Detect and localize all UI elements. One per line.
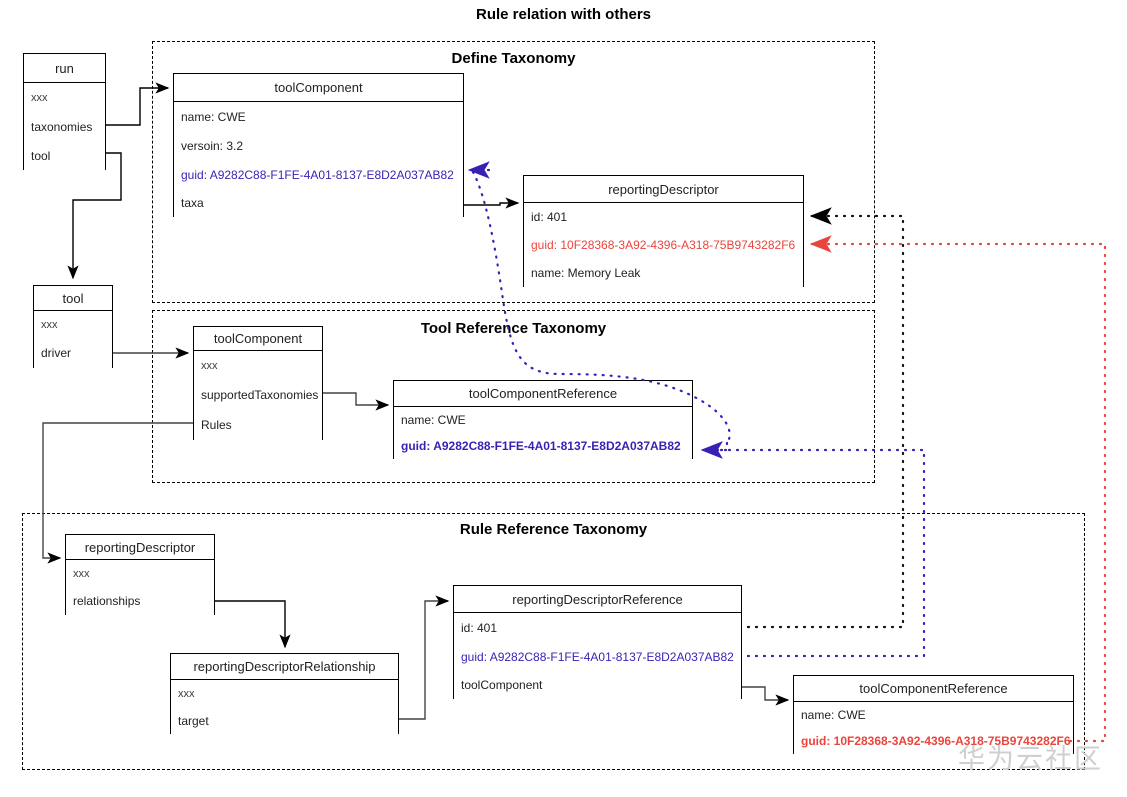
box-run-row-0: xxx: [31, 91, 48, 104]
box-reporting-descriptor-ruleref-row-1: relationships: [73, 594, 141, 608]
box-tool-component-toolref-row-2: Rules: [201, 418, 232, 432]
box-tool-component-define-row-3: taxa: [181, 196, 204, 210]
box-reporting-descriptor-reference-row-0: id: 401: [461, 620, 498, 635]
box-tool-component-reference-toolref[interactable]: toolComponentReference name: CWE guid: A…: [393, 380, 693, 459]
box-reporting-descriptor-ruleref-title: reportingDescriptor: [66, 535, 214, 560]
box-tool-component-toolref-row-0: xxx: [201, 359, 218, 372]
box-tool-component-reference-toolref-guid: guid: A9282C88-F1FE-4A01-8137-E8D2A037AB…: [401, 439, 681, 453]
box-tool-row-0: xxx: [41, 318, 58, 331]
box-tool-component-define-guid: guid: A9282C88-F1FE-4A01-8137-E8D2A037AB…: [181, 167, 454, 182]
box-reporting-descriptor-relationship-row-0: xxx: [178, 687, 195, 700]
box-tool-component-toolref[interactable]: toolComponent xxx supportedTaxonomies Ru…: [193, 326, 323, 440]
box-reporting-descriptor-reference-guid: guid: A9282C88-F1FE-4A01-8137-E8D2A037AB…: [461, 649, 734, 664]
box-tool-component-toolref-row-1: supportedTaxonomies: [201, 388, 319, 402]
box-reporting-descriptor-relationship-title: reportingDescriptorRelationship: [171, 654, 398, 680]
box-reporting-descriptor-reference[interactable]: reportingDescriptorReference id: 401 gui…: [453, 585, 742, 699]
box-tool-component-reference-toolref-title: toolComponentReference: [394, 381, 692, 407]
box-run-title: run: [24, 54, 105, 83]
box-tool-title: tool: [34, 286, 112, 311]
box-tool-component-reference-ruleref-title: toolComponentReference: [794, 676, 1073, 702]
box-tool-component-reference-toolref-row-0: name: CWE: [401, 413, 466, 427]
box-reporting-descriptor-define-row-2: name: Memory Leak: [531, 266, 641, 280]
box-reporting-descriptor-define[interactable]: reportingDescriptor id: 401 guid: 10F283…: [523, 175, 804, 287]
box-tool-component-define[interactable]: toolComponent name: CWE versoin: 3.2 gui…: [173, 73, 464, 217]
box-run-row-2: tool: [31, 148, 51, 163]
box-tool[interactable]: tool xxx driver: [33, 285, 113, 368]
box-reporting-descriptor-ruleref-row-0: xxx: [73, 567, 90, 580]
box-reporting-descriptor-relationship[interactable]: reportingDescriptorRelationship xxx targ…: [170, 653, 399, 734]
box-tool-component-define-row-1: versoin: 3.2: [181, 138, 244, 153]
link-run-tool-to-tool: [67, 152, 122, 280]
box-reporting-descriptor-define-title: reportingDescriptor: [524, 176, 803, 203]
group-title-define-taxonomy: Define Taxonomy: [451, 50, 576, 67]
box-tool-component-define-title: toolComponent: [174, 74, 463, 102]
box-tool-component-reference-ruleref-row-0: name: CWE: [801, 708, 866, 722]
group-title-rule-reference-taxonomy: Rule Reference Taxonomy: [459, 521, 648, 538]
box-reporting-descriptor-relationship-row-1: target: [178, 713, 209, 728]
page-title: Rule relation with others: [475, 6, 652, 23]
box-tool-row-1: driver: [41, 346, 72, 360]
box-reporting-descriptor-reference-row-2: toolComponent: [461, 678, 543, 692]
box-tool-component-define-row-0: name: CWE: [181, 109, 246, 124]
box-reporting-descriptor-define-row-0: id: 401: [531, 210, 568, 224]
watermark: 华为云社区: [958, 744, 1103, 775]
box-reporting-descriptor-ruleref[interactable]: reportingDescriptor xxx relationships: [65, 534, 215, 615]
box-reporting-descriptor-reference-title: reportingDescriptorReference: [454, 586, 741, 613]
box-reporting-descriptor-define-guid: guid: 10F28368-3A92-4396-A318-75B9743282…: [531, 238, 796, 252]
box-run[interactable]: run xxx taxonomies tool: [23, 53, 106, 170]
box-run-row-1: taxonomies: [31, 119, 93, 134]
box-tool-component-toolref-title: toolComponent: [194, 327, 322, 351]
